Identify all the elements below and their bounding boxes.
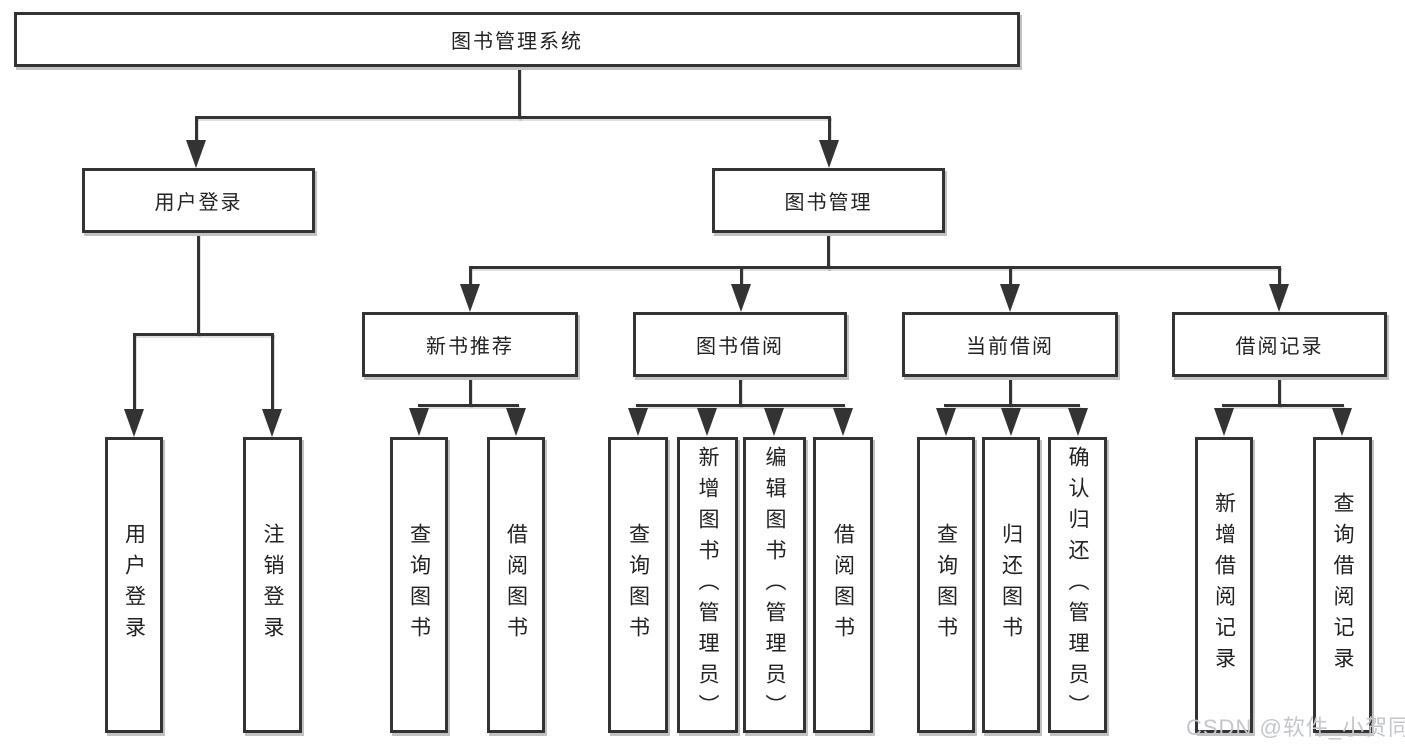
arrow-down-icon	[1332, 408, 1352, 436]
leaf-label: 归还图书	[999, 523, 1023, 647]
leaf-label: 新增图书（管理员）	[696, 445, 719, 725]
connector-line	[133, 333, 136, 411]
arrow-down-icon	[731, 284, 751, 312]
connector-line	[469, 377, 472, 406]
leaf-label: 借阅图书	[504, 523, 528, 647]
connector-line	[195, 116, 831, 119]
arrow-down-icon	[124, 409, 144, 437]
connector-line	[469, 266, 1281, 269]
connector-line	[944, 404, 1080, 407]
leaf-label: 编辑图书（管理员）	[763, 445, 786, 725]
leaf-cb-return-books: 归还图书	[982, 437, 1040, 733]
connector-line	[1009, 377, 1012, 406]
leaf-label: 查询图书	[407, 523, 431, 647]
arrow-down-icon	[506, 408, 526, 436]
leaf-label: 用户登录	[122, 523, 146, 647]
connector-line	[195, 116, 198, 144]
connector-line	[1278, 266, 1281, 288]
csdn-watermark: CSDN @软件_小贺同学	[1186, 715, 1405, 740]
leaf-label: 借阅图书	[831, 523, 855, 647]
leaf-bb-add-books: 新增图书（管理员）	[677, 437, 738, 733]
arrow-down-icon	[460, 284, 480, 312]
connector-line	[133, 333, 274, 336]
arrow-down-icon	[409, 408, 429, 436]
node-book-borrow: 图书借阅	[633, 312, 847, 377]
leaf-cb-confirm-return: 确认归还（管理员）	[1048, 437, 1107, 733]
connector-line	[518, 67, 521, 119]
arrow-down-icon	[1214, 408, 1234, 436]
leaf-label: 新增借阅记录	[1212, 492, 1236, 678]
connector-line	[828, 116, 831, 144]
leaf-nb-query-books: 查询图书	[390, 437, 448, 733]
connector-line	[271, 333, 274, 411]
node-new-book-recommend: 新书推荐	[362, 312, 578, 377]
node-book-management: 图书管理	[712, 168, 945, 233]
leaf-bb-borrow-books: 借阅图书	[813, 437, 873, 733]
connector-line	[1278, 377, 1281, 406]
node-user-login: 用户登录	[82, 168, 315, 233]
leaf-user-login: 用户登录	[105, 437, 163, 733]
arrow-down-icon	[1000, 284, 1020, 312]
arrow-down-icon	[764, 408, 784, 436]
arrow-down-icon	[833, 408, 853, 436]
connector-line	[636, 404, 845, 407]
connector-line	[827, 233, 830, 269]
arrow-down-icon	[628, 408, 648, 436]
leaf-label: 注销登录	[261, 523, 284, 647]
leaf-bb-query-books: 查询图书	[608, 437, 668, 733]
node-current-borrow: 当前借阅	[902, 312, 1118, 377]
leaf-label: 确认归还（管理员）	[1066, 445, 1089, 725]
leaf-label: 查询借阅记录	[1331, 492, 1354, 678]
arrow-down-icon	[186, 140, 206, 168]
arrow-down-icon	[936, 408, 956, 436]
node-root: 图书管理系统	[14, 12, 1020, 67]
node-borrow-records: 借阅记录	[1172, 312, 1387, 377]
arrow-down-icon	[262, 409, 282, 437]
arrow-down-icon	[697, 408, 717, 436]
leaf-bb-edit-books: 编辑图书（管理员）	[743, 437, 806, 733]
arrow-down-icon	[1269, 284, 1289, 312]
leaf-label: 查询图书	[626, 523, 650, 647]
leaf-label: 查询图书	[934, 523, 958, 647]
connector-line	[739, 377, 742, 406]
connector-line	[418, 404, 519, 407]
leaf-cb-query-books: 查询图书	[917, 437, 975, 733]
connector-line	[197, 233, 200, 335]
connector-line	[469, 266, 472, 288]
leaf-nb-borrow-books: 借阅图书	[487, 437, 545, 733]
connector-line	[1009, 266, 1012, 288]
arrow-down-icon	[1001, 408, 1021, 436]
arrow-down-icon	[819, 140, 839, 168]
leaf-logout: 注销登录	[243, 437, 302, 733]
arrow-down-icon	[1068, 408, 1088, 436]
leaf-br-add-record: 新增借阅记录	[1195, 437, 1253, 733]
connector-line	[740, 266, 743, 288]
leaf-br-query-record: 查询借阅记录	[1313, 437, 1372, 733]
connector-line	[1222, 404, 1344, 407]
